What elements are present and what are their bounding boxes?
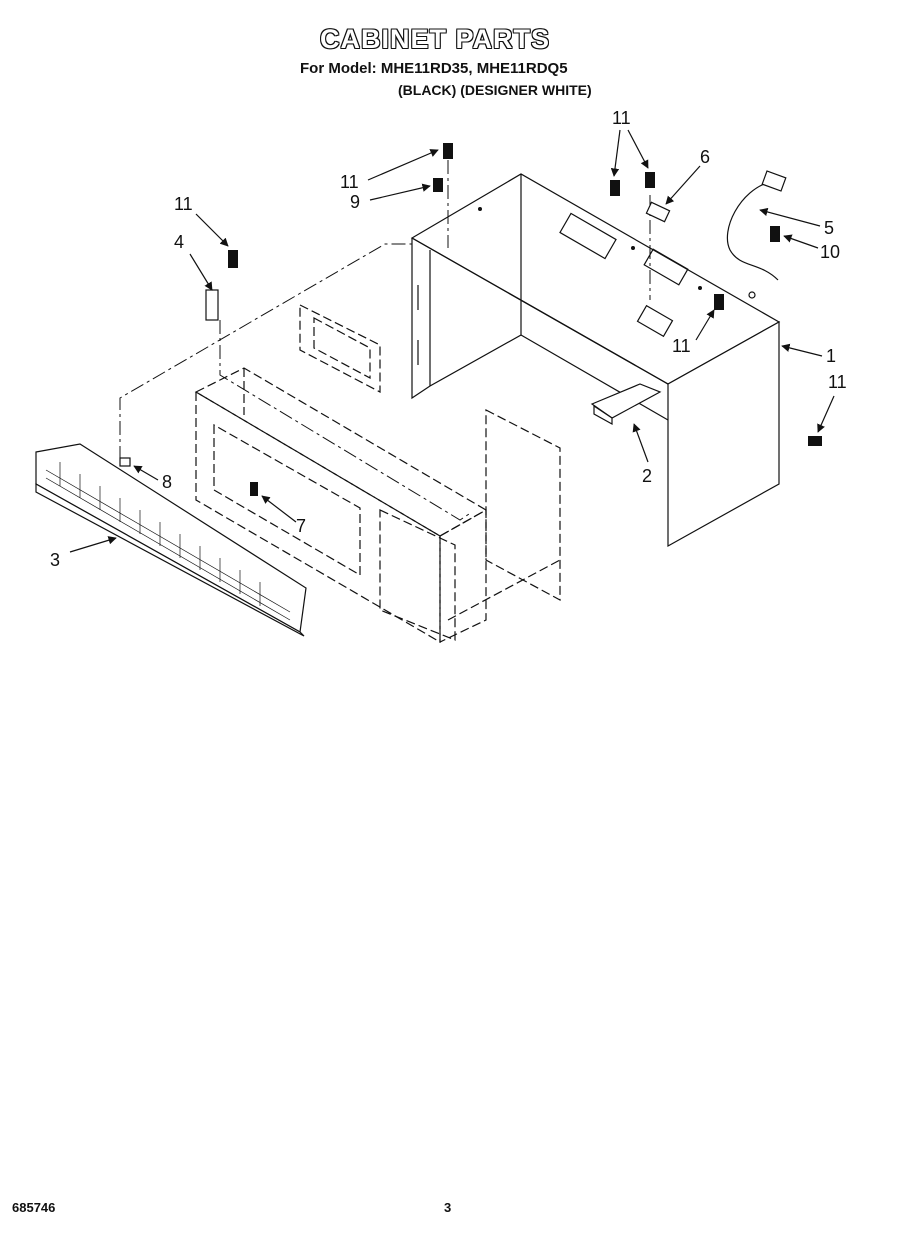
callout-2: 2	[642, 466, 652, 486]
model-line: For Model: MHE11RD35, MHE11RDQ5	[300, 60, 568, 77]
callout-7: 7	[296, 516, 306, 536]
cabinet-wrapper	[410, 173, 781, 548]
oven-cavity	[194, 304, 561, 644]
callout-11-mid-right: 11	[672, 336, 691, 356]
callout-10: 10	[820, 242, 840, 262]
callout-11-far-right: 11	[828, 372, 847, 392]
assembly-leader-lines	[119, 160, 651, 521]
callout-8: 8	[162, 472, 172, 492]
callout-11-top-right: 11	[612, 108, 631, 128]
callout-arrows	[69, 129, 835, 553]
callout-3: 3	[50, 550, 60, 570]
callout-1: 1	[826, 346, 836, 366]
callout-9: 9	[350, 192, 360, 212]
page-title: CABINET PARTS	[319, 24, 550, 54]
small-parts	[119, 143, 822, 467]
callout-labels: 1 2 3 4 5 6 7 8 9 10 11 11 11 11 11	[50, 108, 847, 570]
vent-grille	[35, 443, 307, 637]
variant-line: (BLACK) (DESIGNER WHITE)	[398, 82, 592, 98]
callout-5: 5	[824, 218, 834, 238]
callout-4: 4	[174, 232, 184, 252]
callout-11-left: 11	[174, 194, 193, 214]
document-number: 685746	[12, 1200, 56, 1215]
callout-11-top-center: 11	[340, 172, 359, 192]
page-number: 3	[444, 1200, 452, 1215]
callout-6: 6	[700, 147, 710, 167]
